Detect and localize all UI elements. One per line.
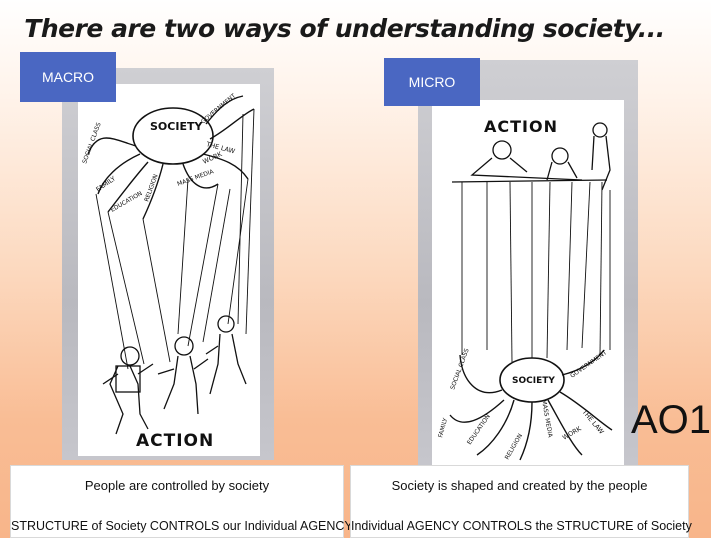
macro-action-text: ACTION bbox=[136, 431, 214, 451]
macro-label-education: EDUCATION bbox=[110, 190, 144, 214]
micro-caption-line2: Individual AGENCY CONTROLS the STRUCTURE… bbox=[351, 519, 692, 533]
macro-cartoon-drawing: SOCIETY SOCIAL CLASS FAMILY EDUCATION RE… bbox=[81, 92, 255, 451]
macro-cartoon: SOCIETY SOCIAL CLASS FAMILY EDUCATION RE… bbox=[78, 84, 260, 456]
micro-label-work: WORK bbox=[561, 424, 583, 441]
micro-cartoon: ACTION SOCIETY bbox=[432, 100, 624, 466]
micro-label-government: GOVERNMENT bbox=[569, 349, 608, 380]
micro-label: MICRO bbox=[384, 58, 480, 106]
macro-caption-line1: People are controlled by society bbox=[84, 478, 270, 493]
micro-label-mass-media: MASS MEDIA bbox=[540, 399, 554, 439]
macro-caption: People are controlled by society STRUCTU… bbox=[10, 465, 353, 538]
micro-caption: Society is shaped and created by the peo… bbox=[350, 465, 692, 538]
micro-label-social-class: SOCIAL CLASS bbox=[449, 347, 470, 390]
micro-cartoon-drawing: ACTION SOCIETY bbox=[437, 117, 613, 461]
ao1-label: AO1 bbox=[631, 398, 711, 442]
macro-caption-line2: STRUCTURE of Society CONTROLS our Indivi… bbox=[11, 519, 353, 533]
micro-caption-line1: Society is shaped and created by the peo… bbox=[391, 478, 648, 493]
macro-society-text: SOCIETY bbox=[150, 120, 203, 133]
macro-label-government: GOVERNMENT bbox=[200, 92, 238, 125]
micro-action-text: ACTION bbox=[484, 117, 558, 136]
micro-society-text: SOCIETY bbox=[512, 376, 555, 386]
macro-label: MACRO bbox=[20, 52, 116, 102]
macro-label-family: FAMILY bbox=[95, 175, 118, 194]
micro-label-family: FAMILY bbox=[437, 417, 449, 439]
slide-title: There are two ways of understanding soci… bbox=[24, 14, 665, 43]
macro-label-social-class: SOCIAL CLASS bbox=[81, 121, 102, 164]
